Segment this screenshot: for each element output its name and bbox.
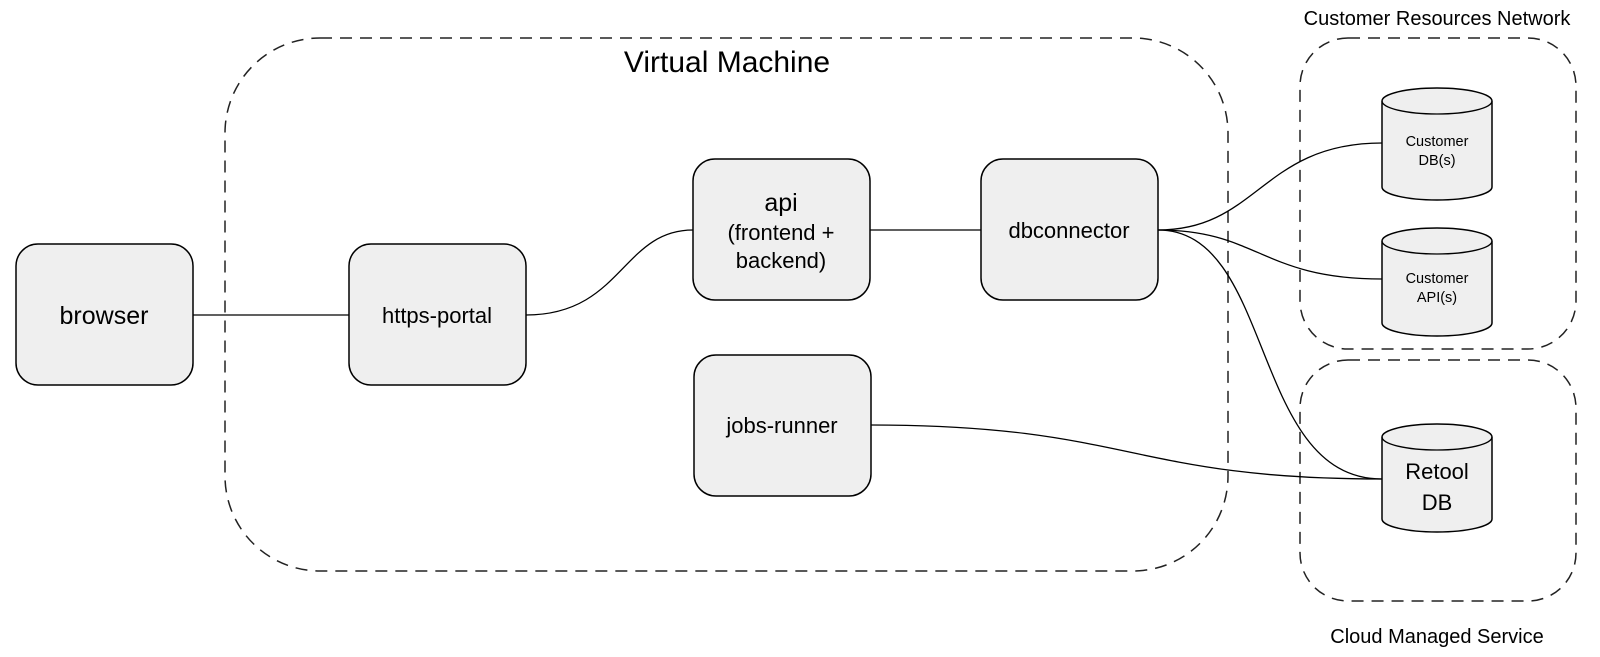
edge-https-portal-api — [525, 229, 694, 316]
cloud-service-title: Cloud Managed Service — [1330, 626, 1543, 648]
edge-jobs-runner-retool-db — [870, 424, 1383, 480]
customer-api-line2: API(s) — [1417, 290, 1457, 306]
retool-db-line2: DB — [1422, 490, 1453, 515]
datastore-customer-api: Customer API(s) — [1381, 227, 1493, 337]
customer-api-cylinder — [1381, 227, 1493, 337]
edge-dbconnector-customer-api — [1157, 229, 1383, 280]
node-browser: browser — [15, 243, 194, 386]
edge-dbconnector-retool-db — [1157, 229, 1383, 480]
node-https-portal: https-portal — [348, 243, 527, 386]
cloud-service-boundary: Cloud Managed Service — [1299, 359, 1577, 648]
node-https-portal-label: https-portal — [382, 303, 492, 328]
retool-db-cylinder — [1381, 423, 1493, 533]
vm-title: Virtual Machine — [624, 46, 830, 79]
customer-db-line2: DB(s) — [1418, 153, 1455, 169]
customer-network-boundary: Customer Resources Network — [1299, 8, 1577, 350]
node-api-line3: backend) — [736, 248, 827, 273]
node-api: api (frontend + backend) — [692, 158, 871, 301]
datastore-customer-db: Customer DB(s) — [1381, 87, 1493, 201]
node-api-line2: (frontend + — [727, 220, 834, 245]
node-api-line1: api — [764, 189, 797, 217]
customer-db-line1: Customer — [1406, 134, 1469, 150]
customer-db-cylinder — [1381, 87, 1493, 201]
node-jobs-runner-label: jobs-runner — [725, 413, 837, 438]
edge-dbconnector-customer-db — [1157, 142, 1383, 231]
node-jobs-runner: jobs-runner — [693, 354, 872, 497]
edges — [193, 142, 1383, 480]
customer-api-line1: Customer — [1406, 271, 1469, 287]
retool-db-line1: Retool — [1405, 459, 1469, 484]
node-dbconnector: dbconnector — [980, 158, 1159, 301]
datastore-retool-db: Retool DB — [1381, 423, 1493, 533]
customer-network-title: Customer Resources Network — [1304, 8, 1572, 30]
node-dbconnector-label: dbconnector — [1008, 218, 1129, 243]
node-browser-label: browser — [60, 302, 149, 330]
vm-boundary: Virtual Machine — [224, 37, 1229, 572]
